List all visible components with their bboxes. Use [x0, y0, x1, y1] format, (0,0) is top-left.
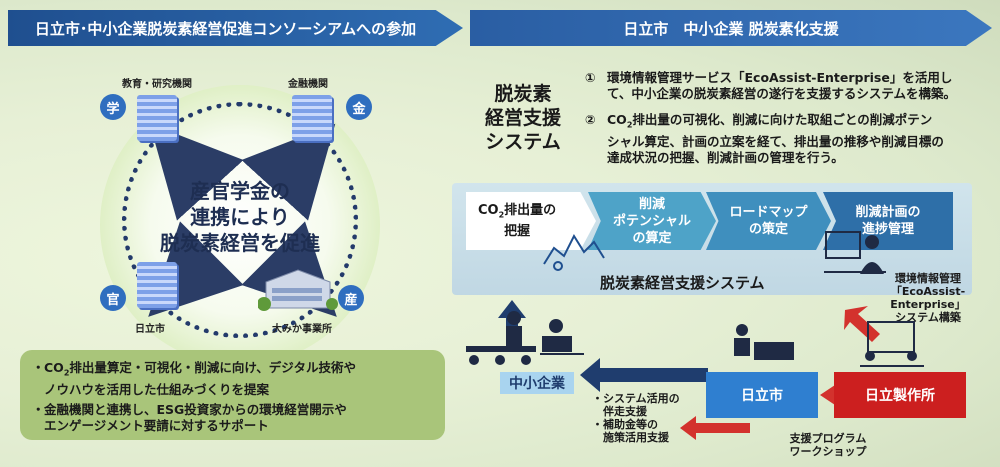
analytics-icon [543, 233, 605, 271]
consortium-center-text: 産官学金の 連携により 脱炭素経営を促進 [150, 178, 330, 256]
bullet-item: ・ 金融機関と連携し、ESG投資家からの環境経営開示や エンゲージメント要請に対… [32, 401, 347, 433]
government-badge: 官 [100, 285, 126, 311]
system-panel-label: 脱炭素経営支援システム [600, 274, 765, 292]
support-banner: 日立市 中小企業 脱炭素化支援 [470, 10, 992, 46]
consortium-dotted-ring [122, 102, 358, 338]
meeting-icon [734, 324, 794, 360]
academia-label: 教育・研究機関 [122, 79, 192, 90]
system-title: 脱炭素 経営支援 システム [484, 83, 561, 153]
step-progress-management: 削減計画の 進捗管理 [823, 192, 953, 250]
server-icon [137, 95, 177, 141]
system-description-1: ① 環境情報管理サービス「EcoAssist-Enterprise」を活用し て… [585, 70, 957, 101]
consortium-arrows [148, 123, 337, 317]
support-program-label: 支援プログラム ワークショップ [789, 432, 867, 458]
finance-label: 金融機関 [288, 79, 328, 90]
hitachi-city-box: 日立市 [706, 372, 818, 418]
center-line-2: 連携により [190, 205, 290, 229]
finance-badge: 金 [346, 94, 372, 120]
center-line-3: 脱炭素経営を促進 [160, 231, 320, 255]
person-at-desk-icon [824, 231, 886, 274]
server-icon [292, 95, 332, 141]
hitachi-ltd-box: 日立製作所 [834, 372, 966, 418]
industry-label: 大みか事業所 [272, 324, 332, 335]
server-icon [137, 262, 177, 308]
industry-badge: 産 [338, 285, 364, 311]
consortium-bullet-box: ・ CO2排出量算定・可視化・削減に向け、デジタル技術や ノウハウを活用した仕組… [20, 350, 445, 440]
step-roadmap: ロードマップ の策定 [706, 192, 831, 250]
consortium-banner-text: 日立市･中小企業脱炭素経営促進コンソーシアムへの参加 [34, 19, 417, 38]
factory-icon [258, 269, 338, 311]
step-co2-grasp: CO2排出量の 把握 [466, 192, 596, 250]
support-banner-text: 日立市 中小企業 脱炭素化支援 [623, 19, 839, 38]
support-items: ・システム活用の 伴走支援 ・補助金等の 施策活用支援 [592, 392, 680, 444]
sme-workers-icon [466, 311, 584, 365]
academia-badge: 学 [100, 94, 126, 120]
step-reduction-potential: 削減 ポテンシャル の算定 [588, 192, 716, 250]
bullet-item: ・ CO2排出量算定・可視化・削減に向け、デジタル技術や ノウハウを活用した仕組… [32, 360, 357, 397]
sme-box: 中小企業 [500, 372, 574, 394]
system-description-2: ② CO2排出量の可視化、削減に向けた取組ごとの削減ポテン シャル算定、計画の立… [585, 112, 944, 165]
flow-arrows [498, 300, 880, 440]
ecoassist-note: 環境情報管理 「EcoAssist- Enterprise」 システム構築 [890, 272, 966, 324]
center-line-1: 産官学金の [190, 179, 290, 203]
presentation-icon [860, 321, 924, 367]
consortium-banner: 日立市･中小企業脱炭素経営促進コンソーシアムへの参加 [8, 10, 463, 46]
government-label: 日立市 [135, 324, 165, 335]
